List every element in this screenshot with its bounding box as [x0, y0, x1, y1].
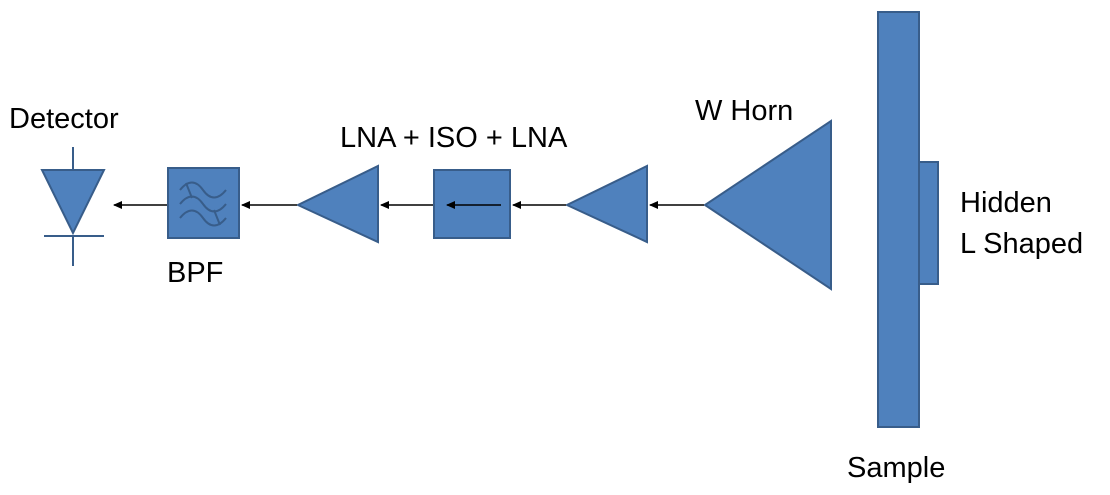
- isolator-icon: [433, 169, 511, 239]
- horn-antenna-icon: [703, 119, 832, 291]
- amp-chain-label: LNA + ISO + LNA: [340, 122, 568, 154]
- diode-icon: [40, 147, 106, 266]
- lna-amplifier-icon: [564, 164, 648, 244]
- bandpass-filter-icon: [167, 167, 240, 239]
- hidden-l-shaped-object: [918, 161, 939, 285]
- sample-plate: [877, 11, 920, 428]
- horn-label: W Horn: [695, 95, 794, 127]
- detector-label: Detector: [9, 103, 119, 135]
- bpf-label: BPF: [167, 257, 224, 289]
- sample-label: Sample: [847, 452, 946, 484]
- hidden-label-line2: L Shaped: [960, 228, 1084, 260]
- lna-amplifier-icon: [295, 164, 379, 244]
- hidden-label-line1: Hidden: [960, 187, 1052, 219]
